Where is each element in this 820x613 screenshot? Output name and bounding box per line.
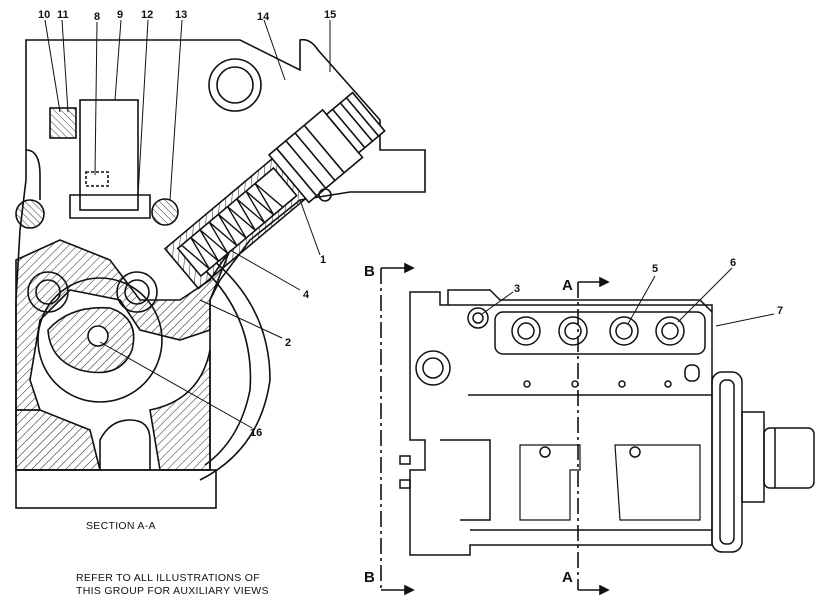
cam-outer: [37, 277, 163, 403]
callout-7: 7: [777, 305, 783, 317]
marker-b-bottom: B: [364, 569, 375, 586]
left-boss-inner: [422, 357, 444, 379]
callout-16: 16: [250, 427, 262, 439]
valve-body: [79, 99, 139, 211]
valve-slot: [85, 171, 109, 187]
valve-cover: [494, 311, 706, 355]
upper-boss-inner: [216, 66, 254, 104]
bolt-4-outer: [655, 316, 685, 346]
callout-5: 5: [652, 263, 658, 275]
section-caption: SECTION A-A: [86, 520, 156, 532]
housing-section-hatch: [15, 239, 231, 411]
bolt-2-outer: [558, 316, 588, 346]
pocket-right: [614, 444, 701, 521]
pocket-mid: [519, 444, 581, 521]
lower-passage: [99, 419, 151, 470]
callout-3: 3: [514, 283, 520, 295]
flange-inner: [719, 379, 735, 545]
plug-11: [49, 107, 77, 139]
callout-12: 12: [141, 9, 153, 21]
callout-1: 1: [320, 254, 326, 266]
callout-14: 14: [257, 11, 270, 23]
callout-8: 8: [94, 11, 100, 23]
section-view: [15, 38, 426, 509]
base-plate: [15, 469, 217, 509]
top-strip: [447, 289, 713, 313]
upper-boss: [208, 58, 262, 112]
housing-lower-hatch: [15, 409, 102, 471]
callout-10: 10: [38, 9, 50, 21]
callout-13: 13: [175, 9, 187, 21]
shaft: [763, 427, 815, 489]
callout-11: 11: [57, 9, 69, 21]
callout-6: 6: [730, 257, 736, 269]
marker-b-top: B: [364, 263, 375, 280]
callouts-left: 10 11 8 9 12 13 14 15 1 4 2 16: [38, 9, 336, 439]
pump-body: [409, 291, 713, 556]
fitting-3: [467, 307, 489, 329]
section-lines: [380, 262, 610, 596]
side-view: [399, 289, 815, 556]
hub: [741, 411, 765, 503]
note-line-2: THIS GROUP FOR AUXILIARY VIEWS: [76, 585, 269, 597]
port-mid-inner: [124, 279, 150, 305]
flange-outer: [711, 371, 743, 553]
note-line-1: REFER TO ALL ILLUSTRATIONS OF: [76, 572, 260, 584]
leader-lines-left: [44, 19, 331, 429]
side-rib: [25, 149, 41, 200]
drive-disc: [199, 249, 271, 481]
spring-housing: [163, 91, 386, 290]
bolt-1-outer: [511, 316, 541, 346]
ball-13: [151, 198, 179, 226]
callout-4: 4: [303, 289, 310, 301]
plug-1: [318, 188, 332, 202]
port-left-outer: [27, 271, 69, 313]
port-mid-outer: [116, 271, 158, 313]
marker-a-bottom: A: [562, 569, 573, 586]
housing-right-hatch: [149, 349, 211, 471]
bolt-3-outer: [609, 316, 639, 346]
callout-2: 2: [285, 337, 291, 349]
callouts-right: 3 5 6 7: [514, 257, 783, 317]
callout-15: 15: [324, 9, 336, 21]
ball-left: [15, 199, 45, 229]
valve-plate: [69, 194, 151, 219]
pocket-left: [440, 439, 491, 521]
cam-center: [87, 325, 109, 347]
left-boss-outer: [415, 350, 451, 386]
drive-disc-inner: [204, 269, 252, 466]
callout-9: 9: [117, 9, 123, 21]
leader-lines-right: [481, 267, 775, 327]
marker-a-top: A: [562, 277, 573, 294]
